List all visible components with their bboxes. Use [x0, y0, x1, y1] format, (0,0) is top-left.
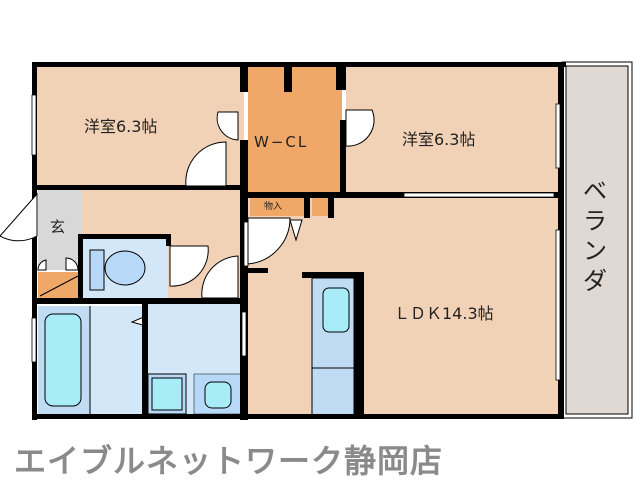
storage-label: 物入 [264, 202, 283, 212]
kitchen-sink [322, 287, 350, 333]
western-room-2-floor [346, 66, 560, 194]
walls [32, 62, 566, 420]
walk-in-closet-floor [248, 66, 342, 194]
walk-in-closet-label: W−CL [254, 133, 309, 151]
ldk-label: ＬＤＫ14.3帖 [394, 304, 494, 323]
entrance-floor [38, 190, 82, 270]
toilet-tank [89, 249, 105, 291]
company-name: エイブルネットワーク静岡店 [14, 442, 444, 480]
balcony [561, 61, 633, 419]
toilet-bowl [104, 250, 146, 286]
bathtub [44, 313, 82, 407]
storage-floor-2 [312, 196, 330, 216]
western-room-1-label: 洋室6.3帖 [84, 117, 158, 136]
balcony-label: ベランダ [583, 177, 607, 295]
western-room-2-label: 洋室6.3帖 [402, 130, 476, 149]
entrance-label: 玄 [50, 218, 66, 236]
doors [0, 109, 375, 299]
ldk-floor [248, 198, 560, 414]
storage-floor [250, 196, 304, 216]
